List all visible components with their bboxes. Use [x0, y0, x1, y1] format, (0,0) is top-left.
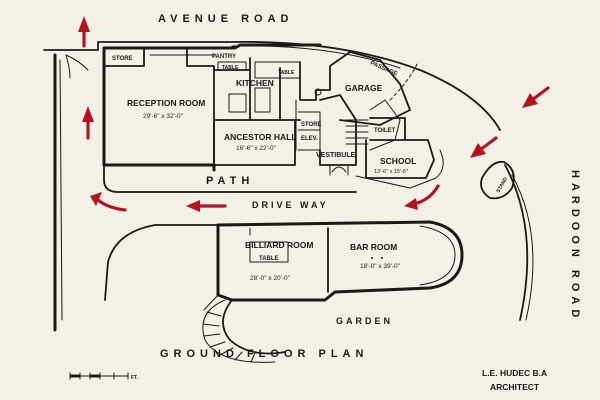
red-flow-arrow	[90, 192, 102, 206]
street-labels: AVENUE ROAD PASSAGE HARDOON ROAD	[158, 13, 581, 322]
red-flow-arrow	[470, 143, 486, 158]
school-label: SCHOOL	[380, 156, 416, 166]
billiard-table-label: TABLE	[259, 256, 279, 262]
ancestor-hall-dimensions: 16'-6" x 22'-0"	[236, 145, 277, 152]
store-top-label: STORE	[112, 56, 133, 62]
bar-room-dimensions: 18'-0" x 39'-0"	[360, 263, 401, 270]
bar-room-label: BAR ROOM	[350, 242, 397, 252]
scale-bar-icon: FT.	[69, 372, 139, 381]
bar-seat-mark	[371, 257, 373, 259]
billiard-room-dimensions: 28'-0" x 20'-0"	[250, 275, 291, 282]
main-house	[102, 43, 435, 179]
garage-label: GARAGE	[345, 83, 383, 93]
store-mid-label: STORE	[301, 122, 322, 128]
school-dimensions: 13'-6" x 15'-6"	[374, 169, 408, 175]
toilet-label: TOILET	[374, 128, 396, 134]
plan-title: GROUND FLOOR PLAN	[160, 348, 368, 360]
red-flow-arrow	[82, 106, 94, 122]
pantry-label: PANTRY	[212, 54, 236, 60]
red-flow-arrow	[522, 93, 538, 108]
kitchen-label: KITCHEN	[236, 78, 274, 88]
room-labels: STORE PANTRY TABLE TABLE KITCHEN GARAGE …	[112, 54, 509, 282]
billiard-room-label: BILLIARD ROOM	[245, 240, 313, 250]
path-label: PATH	[206, 175, 254, 187]
red-flow-arrow	[412, 184, 440, 206]
site-labels: PATH DRIVE WAY GARDEN GROUND FLOOR PLAN …	[160, 175, 547, 392]
architect-title: ARCHITECT	[490, 382, 540, 392]
vestibule-label: VESTIBULE	[316, 152, 356, 159]
drive-way-label: DRIVE WAY	[252, 200, 329, 210]
ancestor-hall-label: ANCESTOR HALL	[224, 132, 297, 142]
table-small-label: TABLE	[222, 65, 239, 71]
avenue-road-label: AVENUE ROAD	[158, 13, 293, 25]
garden-label: GARDEN	[336, 316, 393, 326]
hardoon-road-label: HARDOON ROAD	[569, 170, 581, 322]
red-flow-arrow	[478, 136, 498, 152]
traffic-flow-arrows	[78, 16, 550, 212]
bar-seat-mark	[381, 257, 383, 259]
reception-room-label: RECEPTION ROOM	[127, 98, 205, 108]
red-flow-arrow	[530, 86, 550, 102]
architect-name: L.E. HUDEC B.A	[482, 368, 547, 378]
reception-room-dimensions: 29'-6" x 32'-0"	[143, 113, 184, 120]
path-and-driveway	[103, 149, 515, 200]
red-flow-arrow	[186, 200, 200, 212]
stand-label: STAND	[495, 176, 509, 194]
red-flow-arrow	[404, 198, 418, 210]
site-lines	[43, 40, 534, 332]
billiard-bar-block	[104, 220, 464, 363]
scale-unit-label: FT.	[131, 375, 139, 381]
red-flow-arrow	[96, 198, 127, 212]
table-kitchen-label: TABLE	[278, 70, 295, 76]
elevator-label: ELEV.	[301, 136, 318, 142]
red-flow-arrow	[78, 16, 90, 32]
